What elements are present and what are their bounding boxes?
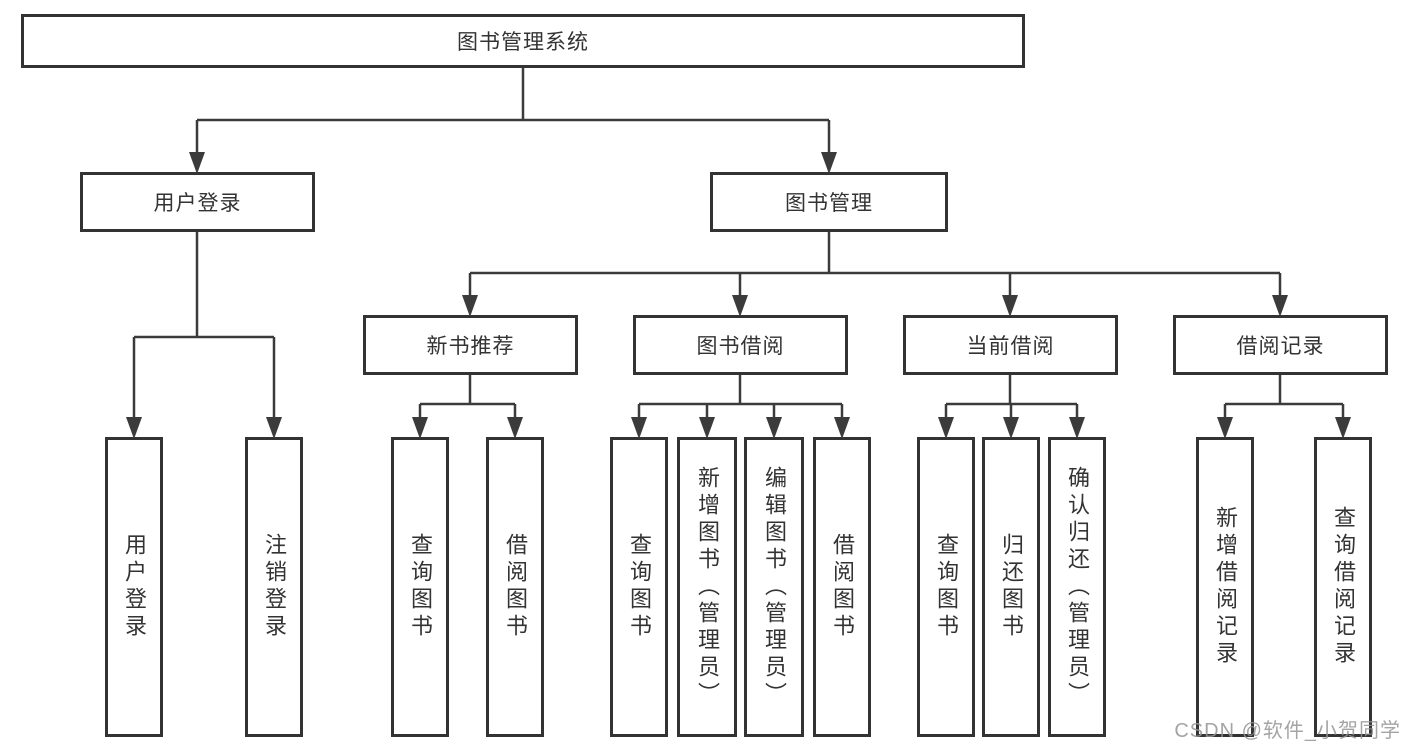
node-label: 借阅图书 (503, 533, 528, 641)
node-root-system: 图书管理系统 (21, 14, 1025, 68)
node-label: 当前借阅 (966, 335, 1055, 358)
leaf-user-login: 用户登录 (105, 437, 163, 737)
node-label: 新增图书（管理员） (695, 465, 720, 709)
node-label: 图书借阅 (696, 335, 785, 358)
leaf-query-books: 查询图书 (610, 437, 668, 737)
leaf-borrow-books: 借阅图书 (486, 437, 544, 737)
node-borrow-records: 借阅记录 (1173, 315, 1388, 375)
leaf-add-books-admin: 新增图书（管理员） (677, 437, 737, 737)
node-label: 用户登录 (122, 533, 147, 641)
leaf-query-books: 查询图书 (917, 437, 975, 737)
node-label: 查询图书 (627, 533, 652, 641)
node-label: 借阅图书 (830, 533, 855, 641)
node-label: 注销登录 (262, 533, 287, 641)
node-label: 确认归还（管理员） (1065, 465, 1090, 709)
leaf-query-borrow-record: 查询借阅记录 (1314, 437, 1372, 737)
leaf-logout: 注销登录 (245, 437, 303, 737)
leaf-return-books: 归还图书 (982, 437, 1040, 737)
node-label: 归还图书 (999, 533, 1024, 641)
leaf-add-borrow-record: 新增借阅记录 (1196, 437, 1254, 737)
leaf-borrow-books: 借阅图书 (813, 437, 871, 737)
leaf-edit-books-admin: 编辑图书（管理员） (744, 437, 804, 737)
node-label: 借阅记录 (1236, 335, 1325, 358)
node-user-login: 用户登录 (80, 172, 315, 232)
node-current-borrow: 当前借阅 (903, 315, 1118, 375)
node-label: 图书管理 (785, 192, 873, 215)
node-label: 编辑图书（管理员） (762, 465, 787, 709)
node-label: 新增借阅记录 (1213, 506, 1238, 668)
node-label: 图书管理系统 (457, 31, 589, 54)
node-book-borrow: 图书借阅 (633, 315, 848, 375)
node-label: 查询图书 (934, 533, 959, 641)
node-new-book-recommend: 新书推荐 (363, 315, 578, 375)
node-label: 新书推荐 (426, 335, 515, 358)
node-label: 查询图书 (408, 533, 433, 641)
node-book-manage: 图书管理 (710, 172, 948, 232)
node-label: 用户登录 (153, 192, 242, 215)
node-label: 查询借阅记录 (1331, 506, 1356, 668)
leaf-query-books: 查询图书 (391, 437, 449, 737)
arrowheads (126, 152, 1351, 439)
leaf-confirm-return-admin: 确认归还（管理员） (1048, 437, 1106, 737)
